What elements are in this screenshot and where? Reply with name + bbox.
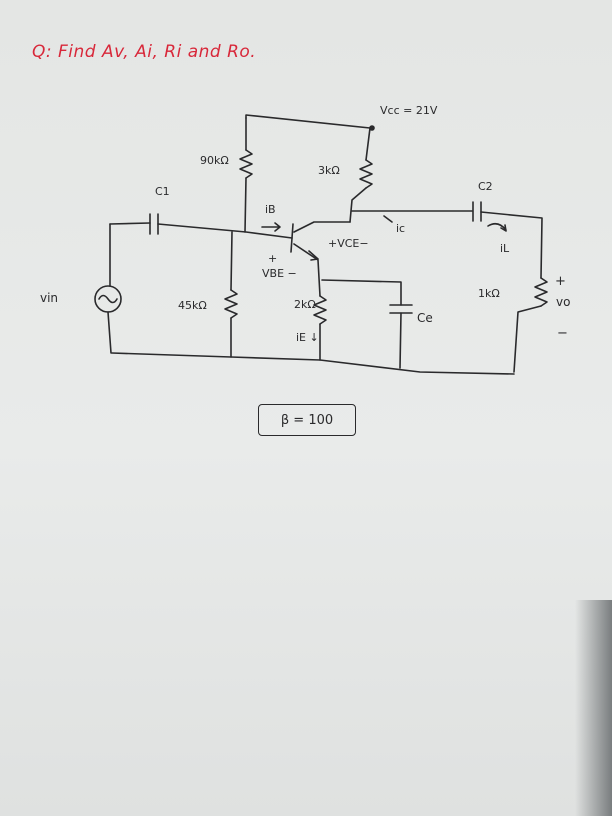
vo-plus-label: + bbox=[555, 274, 566, 289]
vin-wire-bottom bbox=[107, 311, 112, 354]
rc-wire-top bbox=[365, 127, 371, 161]
base-to-r2-wire bbox=[230, 231, 233, 291]
il-label: iL bbox=[500, 242, 510, 255]
c2-to-load-wire bbox=[480, 211, 543, 279]
question-text: Q: Find Av, Ai, Ri and Ro. bbox=[32, 42, 257, 62]
ic-label: ic bbox=[396, 222, 406, 235]
ib-arrow bbox=[261, 222, 281, 232]
r2-label: 45kΩ bbox=[178, 299, 207, 312]
c1-capacitor bbox=[149, 213, 159, 235]
vo-minus-label: − bbox=[557, 326, 568, 341]
ic-arrow bbox=[383, 215, 393, 223]
rl-resistor bbox=[534, 277, 548, 307]
rl-label: 1kΩ bbox=[478, 287, 500, 300]
transistor-base-bar bbox=[290, 223, 294, 253]
transistor-collector-lead bbox=[293, 221, 351, 233]
vce-label: +VCE− bbox=[328, 237, 369, 250]
vin-label: vin bbox=[40, 291, 59, 305]
emitter-to-ce-wire bbox=[321, 279, 402, 306]
transistor-emitter-lead bbox=[293, 243, 321, 297]
c2-label: C2 bbox=[478, 180, 493, 193]
re-label: 2kΩ bbox=[294, 298, 316, 311]
c2-capacitor bbox=[472, 201, 482, 222]
c1-to-base-wire bbox=[157, 223, 293, 239]
r1-to-base-wire bbox=[244, 177, 247, 233]
ce-wire-bottom bbox=[399, 312, 402, 369]
rl-wire-bottom bbox=[513, 305, 542, 373]
vo-label: vo bbox=[556, 295, 571, 309]
r1-label: 90kΩ bbox=[200, 154, 229, 167]
vbe-plus-label: + bbox=[268, 252, 278, 265]
paper-edge-shadow bbox=[575, 600, 612, 816]
rc-resistor bbox=[359, 159, 373, 189]
input-wire-top bbox=[109, 222, 151, 225]
c1-label: C1 bbox=[155, 185, 170, 198]
ie-label: iE ↓ bbox=[296, 331, 319, 344]
ce-label: Ce bbox=[417, 311, 433, 325]
rc-wire-bottom bbox=[349, 187, 367, 223]
ground-rail-wire bbox=[111, 352, 515, 375]
re-resistor bbox=[313, 295, 327, 325]
r1-resistor bbox=[239, 149, 253, 179]
transistor-emitter-arrow bbox=[308, 250, 319, 261]
vbe-label: VBE − bbox=[262, 267, 297, 280]
ib-label: iB bbox=[265, 203, 276, 216]
vcc-rail-wire bbox=[245, 114, 371, 129]
il-arrow bbox=[487, 222, 507, 232]
r2-resistor bbox=[224, 289, 238, 319]
vin-source-sine bbox=[98, 294, 118, 304]
ce-capacitor bbox=[389, 304, 413, 314]
rc-label: 3kΩ bbox=[318, 164, 340, 177]
vcc-label: Vcc = 21V bbox=[380, 104, 438, 117]
beta-box: β = 100 bbox=[258, 404, 356, 436]
